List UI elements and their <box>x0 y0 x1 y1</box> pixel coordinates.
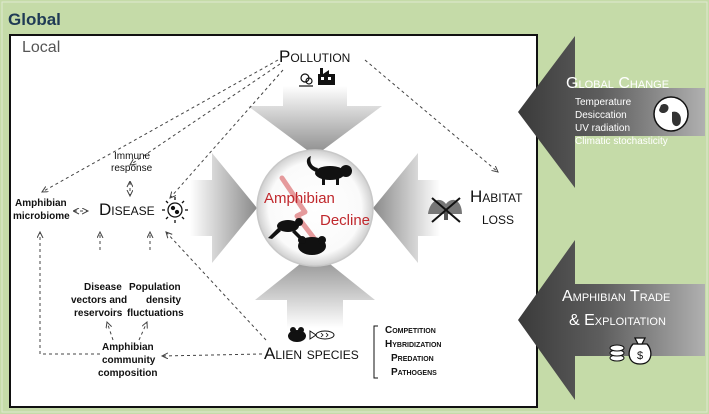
vectors-line2: vectors and <box>71 295 128 306</box>
alien-species-arrow <box>255 252 375 328</box>
community-line1: Amphibian <box>102 342 154 353</box>
alien-effect-predation: Predation <box>391 353 434 364</box>
alien-effect-pathogens: Pathogens <box>391 367 437 378</box>
trade-title-line1: Amphibian Trade <box>562 288 671 305</box>
community-to-microbiome-arrow <box>40 232 100 355</box>
habitat-title-line1: Habitat <box>470 187 523 206</box>
factory-icon <box>318 68 335 85</box>
community-line2: community <box>102 355 156 366</box>
fish-icon <box>309 330 335 340</box>
global-change-item-climatic: Climatic stochasticity <box>575 136 668 147</box>
pollution-to-immune-arrow <box>130 63 281 165</box>
pollution-title: Pollution <box>279 47 351 66</box>
local-label: Local <box>22 39 61 56</box>
crossed-tree-icon <box>428 197 462 223</box>
svg-text:$: $ <box>637 350 643 362</box>
money-icon: $ <box>609 337 652 365</box>
vectors-line1: Disease <box>84 282 122 293</box>
immune-line1: Immune <box>114 151 151 162</box>
global-change-item-uv: UV radiation <box>575 123 631 134</box>
alien-to-disease-arrow <box>166 232 267 341</box>
global-label: Global <box>8 10 61 29</box>
globe-icon <box>653 96 689 132</box>
habitat-title-line2: loss <box>482 209 515 228</box>
habitat-arrow <box>373 153 440 263</box>
pollution-arrow <box>248 86 382 156</box>
population-line3: fluctuations <box>127 308 184 319</box>
relationship-arrows <box>40 59 498 356</box>
center-line1: Amphibian <box>264 190 335 207</box>
virus-icon <box>162 197 188 223</box>
toad-icon <box>298 236 326 255</box>
salamander-icon <box>306 156 352 185</box>
community-line3: composition <box>98 368 158 379</box>
trade-arrow <box>518 240 705 400</box>
amphibian-decline-circle <box>256 149 374 267</box>
decline-trend-icon <box>279 175 323 249</box>
effects-bracket <box>373 325 378 379</box>
population-line2: density <box>146 295 182 306</box>
global-change-item-temperature: Temperature <box>575 97 632 108</box>
frog-icon <box>268 218 303 240</box>
center-line2: Decline <box>320 212 371 229</box>
invasive-frog-icon <box>288 327 306 342</box>
vectors-line3: reservoirs <box>74 308 123 319</box>
pesticide-icon <box>299 73 313 87</box>
global-change-title: Global Change <box>566 75 670 92</box>
disease-title: Disease <box>99 200 155 219</box>
alien-effect-competition: Competition <box>385 325 436 336</box>
trade-title-line2: & Exploitation <box>569 312 666 329</box>
pollution-to-habitat-arrow <box>364 59 498 172</box>
microbiome-line1: Amphibian <box>15 198 67 209</box>
global-change-arrow <box>518 36 705 188</box>
disease-arrow <box>190 153 257 263</box>
alien-effect-hybridization: Hybridization <box>385 339 442 350</box>
pollution-to-disease-arrow <box>170 69 284 198</box>
alien-to-community-arrow <box>162 354 263 356</box>
immune-line2: response <box>111 163 153 174</box>
alien-species-title: Alien species <box>264 344 359 363</box>
global-change-item-desiccation: Desiccation <box>575 110 627 121</box>
microbiome-line2: microbiome <box>13 211 70 222</box>
population-line1: Population <box>129 282 181 293</box>
